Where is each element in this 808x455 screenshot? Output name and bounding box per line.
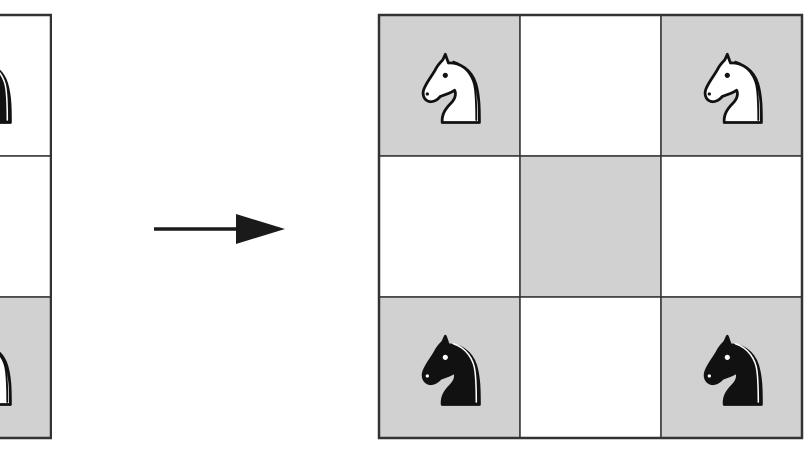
end-square-r1c0 xyxy=(378,155,521,298)
end-border xyxy=(377,13,804,440)
right-arrow-icon xyxy=(236,214,285,244)
end-square-r0c1 xyxy=(519,14,662,157)
white-knight-icon xyxy=(0,351,12,406)
start-board-partial xyxy=(0,13,52,440)
white-knight-icon xyxy=(421,52,481,124)
black-knight-icon xyxy=(0,69,12,124)
black-knight-icon xyxy=(421,334,481,406)
transition-arrow xyxy=(154,214,285,244)
start-square-r1c2 xyxy=(0,155,52,298)
white-knight-icon xyxy=(703,52,763,124)
end-board xyxy=(377,13,804,440)
end-square-r1c2 xyxy=(660,155,803,298)
end-square-r2c1 xyxy=(519,296,662,439)
black-knight-icon xyxy=(703,334,763,406)
start-border xyxy=(0,13,52,440)
end-square-r1c1 xyxy=(519,155,662,298)
